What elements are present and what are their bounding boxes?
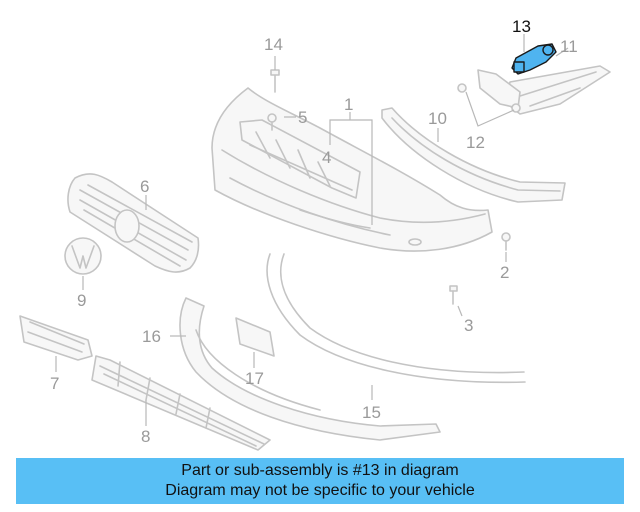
callout-12: 12 <box>466 133 485 152</box>
callout-4: 4 <box>322 148 331 167</box>
callout-1: 1 <box>344 95 353 114</box>
banner-line-2: Diagram may not be specific to your vehi… <box>165 482 475 499</box>
callout-15: 15 <box>362 403 381 422</box>
mount-bracket <box>457 69 521 113</box>
callout-labels: 1 2 3 4 5 6 7 8 9 10 11 12 13 14 15 16 1… <box>50 17 578 446</box>
leader-lines <box>55 34 569 426</box>
screw-2 <box>501 232 511 251</box>
callout-8: 8 <box>141 427 150 446</box>
parts-diagram: 1 2 3 4 5 6 7 8 9 10 11 12 13 14 15 16 1… <box>19 17 611 451</box>
info-banner: Part or sub-assembly is #13 in diagram D… <box>16 458 624 504</box>
callout-2: 2 <box>500 263 509 282</box>
grille <box>67 173 200 273</box>
callout-7: 7 <box>50 374 59 393</box>
callout-10: 10 <box>428 109 447 128</box>
lower-grille-left <box>19 315 93 361</box>
callout-13: 13 <box>512 17 531 36</box>
lower-deflector <box>179 297 441 441</box>
callout-16: 16 <box>142 327 161 346</box>
callout-5: 5 <box>298 108 307 127</box>
callout-3: 3 <box>464 316 473 335</box>
emblem <box>64 237 102 275</box>
bolt-14 <box>270 69 280 93</box>
bumper-grille <box>239 119 361 199</box>
spoiler-lip <box>266 253 526 384</box>
lower-grille-center <box>91 355 271 451</box>
screw-3 <box>449 285 458 305</box>
banner-line-1: Part or sub-assembly is #13 in diagram <box>181 462 459 479</box>
highlighted-part-13 <box>511 43 557 75</box>
screw-5 <box>267 113 277 131</box>
callout-14: 14 <box>264 35 283 54</box>
absorber-strip <box>381 107 566 203</box>
callout-6: 6 <box>140 177 149 196</box>
callout-11: 11 <box>560 37 578 56</box>
callout-17: 17 <box>245 369 264 388</box>
callout-9: 9 <box>77 291 86 310</box>
license-bracket <box>235 317 275 357</box>
